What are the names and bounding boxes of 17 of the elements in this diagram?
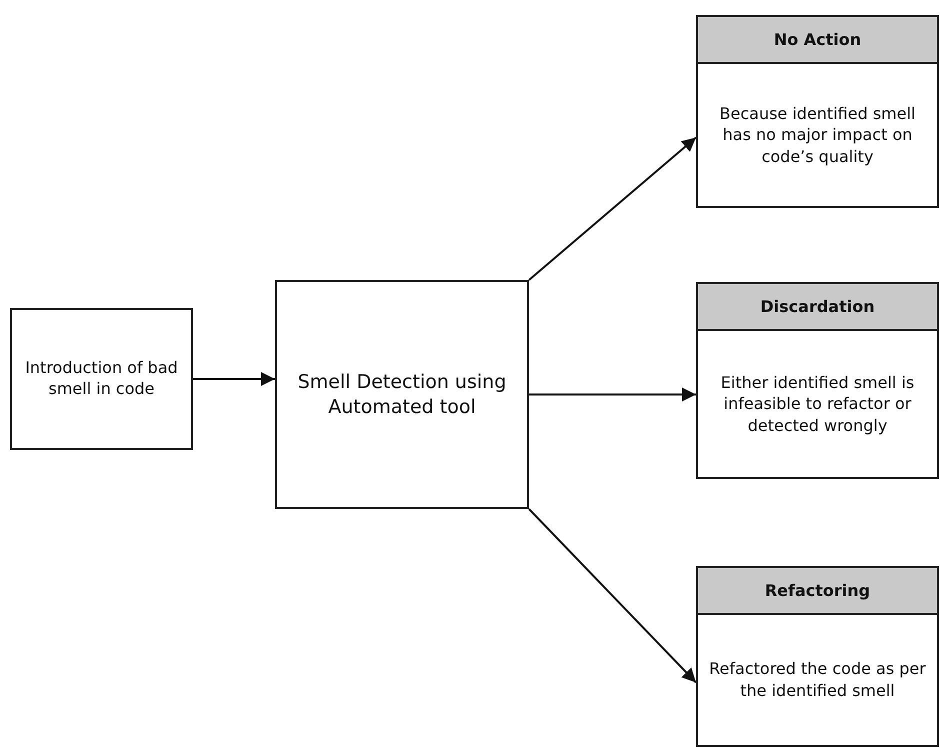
card-heading: Refactoring <box>698 568 937 615</box>
arrow <box>528 508 697 684</box>
arrow <box>528 136 697 281</box>
outcome-card <box>696 15 939 208</box>
card-heading: No Action <box>698 17 937 64</box>
arrow <box>529 388 696 402</box>
box-label: Introduction of bad smell in code <box>24 357 179 400</box>
process-box <box>275 280 529 509</box>
box-label: Smell Detection using Automated tool <box>296 370 508 420</box>
card-heading: Discardation <box>698 284 937 331</box>
card-text: Because identified smell has no major impact on code’s quality <box>718 102 916 168</box>
card-text: Either identified smell is infeasible to refactor or detected wrongly <box>720 372 916 436</box>
arrow <box>193 372 275 386</box>
outcome-card <box>696 282 939 479</box>
process-box <box>10 308 193 450</box>
card-text: Refactored the code as per the identified smell <box>708 658 927 702</box>
outcome-card <box>696 566 939 747</box>
